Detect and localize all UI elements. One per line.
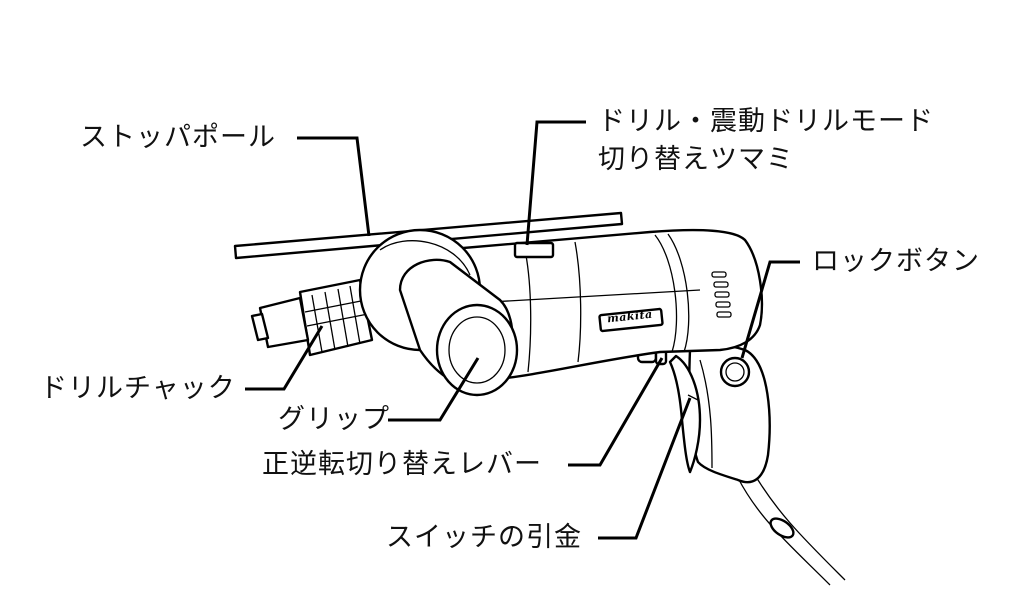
label-stop-pole: ストッパポール (80, 120, 276, 156)
leader-switch-trigger (598, 398, 690, 538)
leader-reverse-lever (568, 358, 662, 465)
label-lock-button: ロックボタン (812, 244, 980, 280)
label-reverse-lever: 正逆転切り替えレバー (262, 447, 542, 483)
label-grip: グリップ (278, 402, 390, 438)
label-mode-knob-line2: 切り替えツマミ (598, 142, 794, 178)
leader-stop-pole (297, 138, 369, 236)
label-drill-chuck: ドリルチャック (40, 371, 236, 407)
label-switch-trigger: スイッチの引金 (386, 520, 582, 556)
mode-knob (515, 243, 553, 257)
power-cord (738, 470, 845, 585)
label-mode-knob-line1: ドリル・震動ドリルモード (598, 104, 934, 140)
